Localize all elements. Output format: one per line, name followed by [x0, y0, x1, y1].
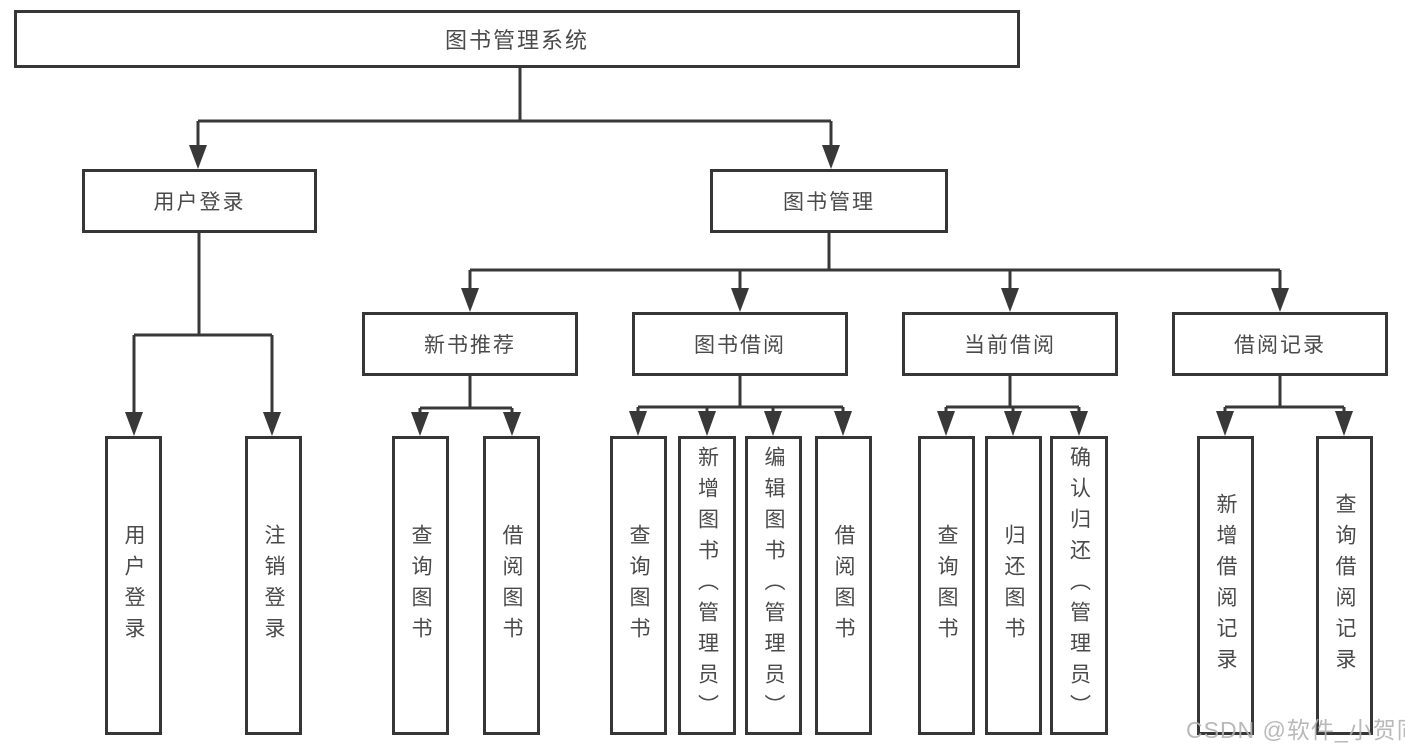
- leaf-cb-confirm-return-admin: 确认归还（管理员）: [1050, 436, 1108, 735]
- node-book-management: 图书管理: [710, 169, 948, 233]
- leaf-cb-query-books-label: 查询图书: [935, 523, 959, 648]
- leaf-nb-query-books-label: 查询图书: [409, 523, 433, 648]
- leaf-bb-edit-books-admin: 编辑图书（管理员）: [745, 436, 802, 735]
- node-book-borrowing: 图书借阅: [632, 312, 848, 376]
- leaf-cb-return-books-label: 归还图书: [1002, 523, 1026, 648]
- leaf-br-query-record: 查询借阅记录: [1316, 436, 1373, 735]
- leaf-nb-borrow-books: 借阅图书: [483, 436, 540, 735]
- leaf-logout-login: 注销登录: [245, 436, 302, 735]
- leaf-cb-confirm-return-admin-label: 确认归还（管理员）: [1067, 446, 1091, 725]
- node-user-login: 用户登录: [82, 169, 317, 233]
- node-new-book-recommend: 新书推荐: [362, 312, 578, 376]
- leaf-bb-edit-books-admin-label: 编辑图书（管理员）: [762, 446, 786, 725]
- leaf-logout-login-label: 注销登录: [262, 523, 286, 648]
- leaf-user-login: 用户登录: [105, 436, 162, 735]
- leaf-bb-borrow-books: 借阅图书: [815, 436, 872, 735]
- leaf-bb-query-books-label: 查询图书: [627, 523, 651, 648]
- leaf-user-login-label: 用户登录: [122, 523, 146, 648]
- leaf-bb-add-books-admin: 新增图书（管理员）: [678, 436, 736, 735]
- node-current-borrowing: 当前借阅: [902, 312, 1118, 376]
- leaf-br-query-record-label: 查询借阅记录: [1333, 492, 1357, 679]
- leaf-br-add-record: 新增借阅记录: [1197, 436, 1254, 735]
- leaf-bb-add-books-admin-label: 新增图书（管理员）: [695, 446, 719, 725]
- csdn-watermark: CSDN @软件_小贺同学: [1186, 717, 1405, 743]
- leaf-cb-return-books: 归还图书: [985, 436, 1042, 735]
- node-borrowing-records: 借阅记录: [1172, 312, 1388, 376]
- leaf-nb-borrow-books-label: 借阅图书: [500, 523, 524, 648]
- leaf-bb-query-books: 查询图书: [610, 436, 667, 735]
- leaf-bb-borrow-books-label: 借阅图书: [832, 523, 856, 648]
- node-root: 图书管理系统: [14, 10, 1020, 68]
- leaf-br-add-record-label: 新增借阅记录: [1214, 492, 1238, 679]
- leaf-nb-query-books: 查询图书: [392, 436, 449, 735]
- leaf-cb-query-books: 查询图书: [918, 436, 975, 735]
